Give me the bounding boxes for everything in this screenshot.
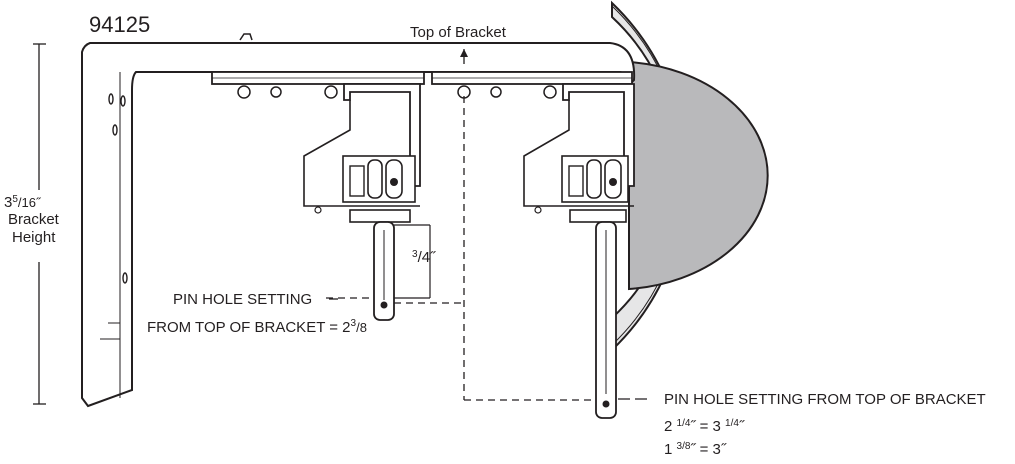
height-line2: Height xyxy=(12,229,56,246)
pin-right-row2-a-whole: 1 xyxy=(664,441,677,458)
pin-right-row2-a-mark: ˝ = 3˝ xyxy=(690,441,726,458)
pin-left-denominator: /8 xyxy=(356,320,367,335)
three-quarter-dimension xyxy=(394,224,431,299)
pin-right-row2-a-frac: 3/8 xyxy=(677,441,691,452)
bracket-body xyxy=(81,33,636,408)
top-of-bracket-marker xyxy=(460,49,596,401)
pin-right-line1: PIN HOLE SETTING FROM TOP OF BRACKET xyxy=(664,391,986,408)
height-denominator: /16 xyxy=(18,195,36,210)
height-line1: Bracket xyxy=(8,211,60,228)
tq-mark: ˝ xyxy=(430,249,436,266)
pin-setting-left-label: PIN HOLE SETTING FROM TOP OF BRACKET = 2… xyxy=(147,291,367,336)
top-of-bracket-label: Top of Bracket xyxy=(410,24,507,41)
pin-right-row1-b-frac: 1/4 xyxy=(725,418,739,429)
pin-left-line2-prefix: FROM TOP OF BRACKET = 2 xyxy=(147,319,351,336)
pin-right-row1-a-mark: ˝ = 3 xyxy=(690,418,725,435)
model-number: 94125 xyxy=(89,12,150,37)
pin-right-row1-b-mark: ˝ xyxy=(739,418,745,435)
pin-setting-right-label: PIN HOLE SETTING FROM TOP OF BRACKET 2 1… xyxy=(664,391,986,458)
height-numerator: 5 xyxy=(12,194,18,205)
left-slide-carrier xyxy=(211,71,425,321)
svg-text:2 1/4˝ = 3 1/4˝: 2 1/4˝ = 3 1/4˝ xyxy=(664,418,745,435)
pin-right-row1-a-frac: 1/4 xyxy=(677,418,691,429)
pin-left-line1: PIN HOLE SETTING xyxy=(173,291,312,308)
pin-right-row1-a-whole: 2 xyxy=(664,418,677,435)
height-mark: ˝ xyxy=(36,195,42,210)
pin-left-numerator: 3 xyxy=(351,318,357,329)
tq-denominator: /4 xyxy=(418,249,431,266)
svg-text:FROM TOP OF BRACKET = 23/8: FROM TOP OF BRACKET = 23/8 xyxy=(147,318,367,336)
svg-text:35/16˝: 35/16˝ xyxy=(4,194,42,211)
three-quarter-label: 3/4˝ xyxy=(412,249,436,266)
rod-cross-section xyxy=(628,60,769,291)
height-whole: 3 xyxy=(4,194,12,211)
svg-text:1 3/8˝ = 3˝: 1 3/8˝ = 3˝ xyxy=(664,441,727,458)
tq-numerator: 3 xyxy=(412,249,418,260)
right-slide-carrier xyxy=(431,71,635,419)
bracket-height-label: 35/16˝ Bracket Height xyxy=(4,194,60,246)
height-dimension-line xyxy=(33,43,46,405)
